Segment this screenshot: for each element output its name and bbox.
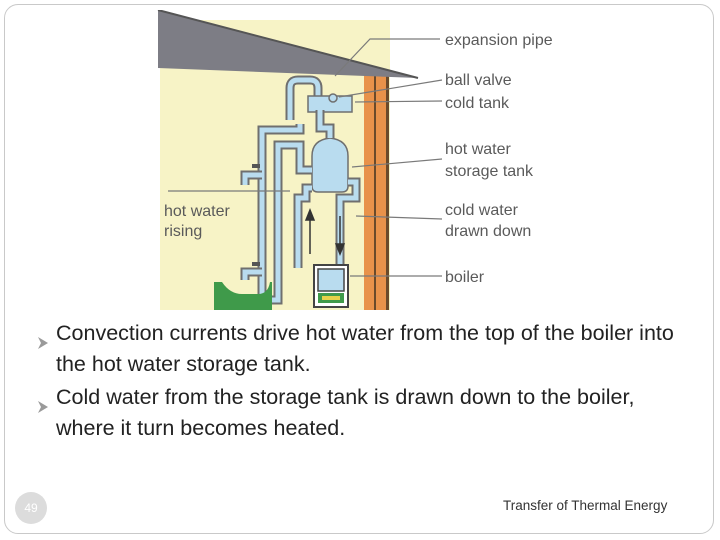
- hot-water-system-diagram: expansion pipe ball valve cold tank hot …: [150, 10, 590, 310]
- ball-valve: [328, 93, 338, 103]
- tap: [252, 164, 260, 168]
- tap: [252, 262, 260, 266]
- bullet-item: Convection currents drive hot water from…: [30, 318, 690, 380]
- bullet-arrow-icon: [38, 391, 48, 413]
- hot-water-storage-tank: [311, 137, 349, 193]
- bullet-text: Convection currents drive hot water from…: [56, 321, 674, 376]
- label-cold-water-drawn-down-line2: drawn down: [445, 223, 531, 240]
- label-cold-water-drawn-down-line1: cold water: [445, 202, 519, 219]
- label-hot-water-storage-tank-line2: storage tank: [445, 163, 534, 180]
- pipe-network: [240, 110, 361, 305]
- leader-lines: [168, 38, 443, 277]
- label-hot-water-rising-line2: rising: [164, 223, 202, 240]
- bullet-item: Cold water from the storage tank is draw…: [30, 382, 690, 444]
- wall-stripe: [376, 72, 386, 310]
- label-ball-valve: ball valve: [445, 72, 512, 89]
- bullet-text: Cold water from the storage tank is draw…: [56, 385, 635, 440]
- label-cold-tank: cold tank: [445, 95, 510, 112]
- page-number: 49: [15, 492, 47, 524]
- flow-arrows: [304, 207, 346, 257]
- bullet-arrow-icon: [38, 327, 48, 349]
- sink: [214, 282, 272, 310]
- footer-title: Transfer of Thermal Energy: [503, 498, 668, 513]
- wall-stripe: [364, 72, 374, 310]
- label-hot-water-rising-line1: hot water: [164, 203, 230, 220]
- label-hot-water-storage-tank-line1: hot water: [445, 141, 511, 158]
- label-boiler: boiler: [445, 269, 485, 286]
- label-expansion-pipe: expansion pipe: [445, 32, 553, 49]
- bullet-list: Convection currents drive hot water from…: [30, 318, 690, 446]
